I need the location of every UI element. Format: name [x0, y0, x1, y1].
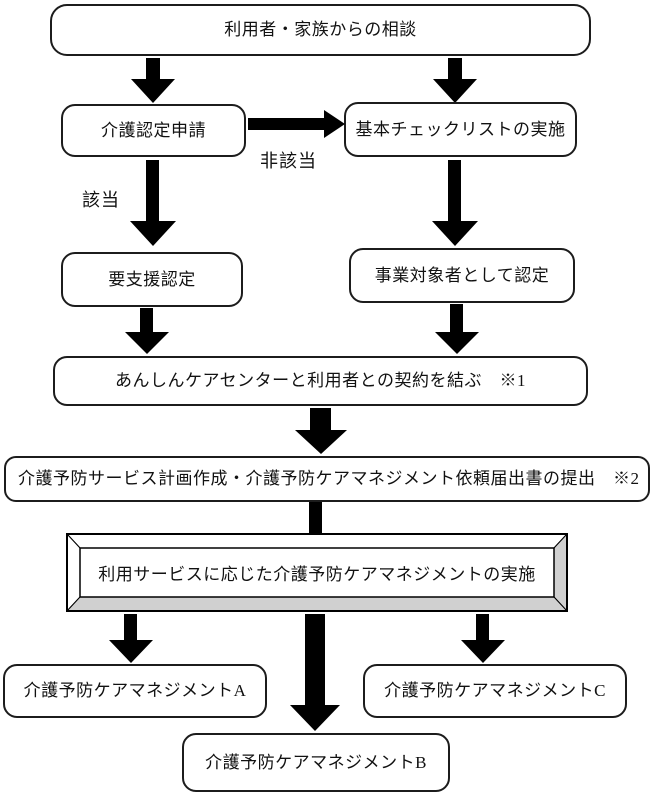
arrow-support-certification-to-contract	[125, 308, 169, 354]
arrow-checklist-to-business-target	[432, 160, 478, 246]
node-contract: あんしんケアセンターと利用者との契約を結ぶ ※1	[53, 356, 588, 406]
node-certification-application: 介護認定申請	[61, 104, 246, 157]
connector-plan-to-implementation	[309, 502, 322, 533]
arrow-application-to-support-certification	[130, 160, 176, 246]
node-consultation: 利用者・家族からの相談	[50, 4, 591, 56]
arrow-implementation-to-a	[109, 614, 153, 663]
node-support-certification: 要支援認定	[61, 252, 243, 307]
node-basic-checklist: 基本チェックリストの実施	[344, 102, 577, 157]
arrow-implementation-to-c	[461, 614, 505, 663]
edge-label-applicable: 該当	[82, 190, 120, 210]
edge-label-not-applicable: 非該当	[260, 151, 317, 171]
3d-frame-graphic	[65, 532, 569, 613]
arrow-application-to-checklist	[248, 110, 345, 138]
node-management-c: 介護予防ケアマネジメントC	[363, 664, 627, 718]
node-implementation-label: 利用サービスに応じた介護予防ケアマネジメントの実施	[98, 565, 536, 584]
arrow-consultation-to-checklist	[433, 58, 477, 103]
arrow-contract-to-plan	[295, 408, 347, 454]
node-management-b: 介護予防ケアマネジメントB	[182, 733, 450, 792]
node-plan-submission: 介護予防サービス計画作成・介護予防ケアマネジメント依頼届出書の提出 ※2	[4, 456, 650, 502]
arrow-implementation-to-b	[290, 614, 340, 731]
node-business-target-certification: 事業対象者として認定	[349, 248, 575, 303]
node-management-a: 介護予防ケアマネジメントA	[3, 664, 267, 718]
arrow-business-target-to-contract	[435, 304, 479, 354]
arrow-consultation-to-application	[131, 58, 175, 103]
node-implementation: 利用サービスに応じた介護予防ケアマネジメントの実施	[65, 532, 569, 613]
